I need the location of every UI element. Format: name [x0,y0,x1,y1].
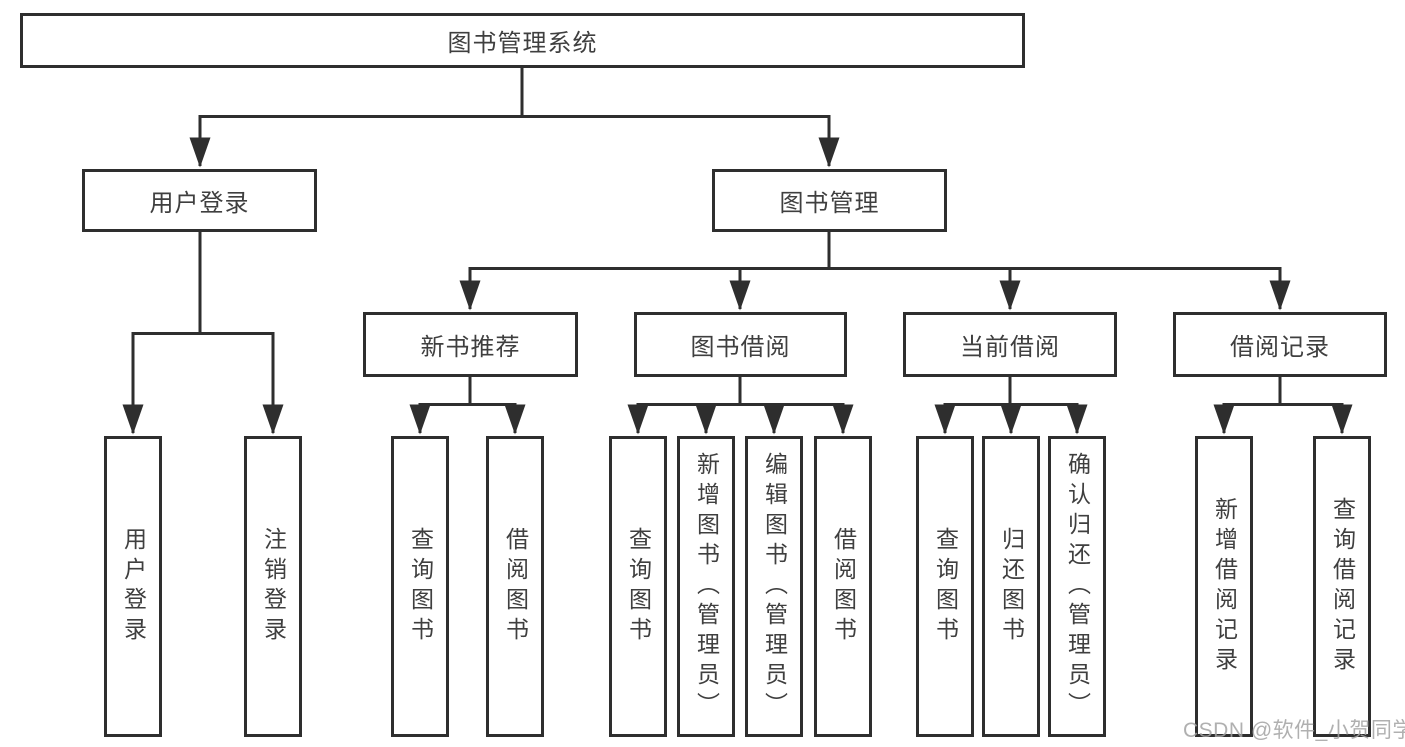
leaf-return-book: 归还图书 [982,436,1040,737]
leaf-add-borrow-record: 新增借阅记录 [1195,436,1253,737]
leaf-query-books-2: 查询图书 [609,436,667,737]
leaf-label: 新增图书（管理员） [693,451,720,722]
leaf-add-book-admin: 新增图书（管理员） [677,436,735,737]
node-book-management: 图书管理 [712,169,947,232]
node-new-book-recommend: 新书推荐 [363,312,578,377]
leaf-label: 查询图书 [932,526,959,647]
leaf-label: 查询图书 [407,526,434,647]
leaf-label: 查询借阅记录 [1329,496,1356,677]
leaf-query-books-1: 查询图书 [391,436,449,737]
leaf-label: 用户登录 [120,526,147,647]
leaf-borrow-books-1: 借阅图书 [486,436,544,737]
node-label: 图书管理 [779,190,880,217]
leaf-label: 借阅图书 [502,526,529,647]
leaf-label: 新增借阅记录 [1211,496,1238,677]
node-label: 借阅记录 [1230,334,1330,361]
node-borrow-records: 借阅记录 [1173,312,1387,377]
leaf-label: 确认归还（管理员） [1064,451,1091,722]
node-user-login: 用户登录 [82,169,317,232]
leaf-label: 注销登录 [260,526,287,647]
leaf-label: 归还图书 [998,526,1025,647]
node-label: 新书推荐 [420,334,521,361]
node-library-management-system: 图书管理系统 [20,13,1025,68]
node-label: 图书借阅 [690,334,791,361]
leaf-query-borrow-record: 查询借阅记录 [1313,436,1371,737]
leaf-user-login: 用户登录 [104,436,162,737]
node-book-borrow: 图书借阅 [634,312,847,377]
leaf-query-books-3: 查询图书 [916,436,974,737]
node-label: 图书管理系统 [447,30,598,57]
leaf-label: 查询图书 [625,526,652,647]
node-label: 用户登录 [149,190,250,217]
node-label: 当前借阅 [960,334,1060,361]
leaf-borrow-books-2: 借阅图书 [814,436,872,737]
leaf-edit-book-admin: 编辑图书（管理员） [745,436,803,737]
leaf-logout: 注销登录 [244,436,302,737]
node-current-borrow: 当前借阅 [903,312,1117,377]
leaf-label: 编辑图书（管理员） [761,451,788,722]
leaf-label: 借阅图书 [830,526,857,647]
leaf-confirm-return-admin: 确认归还（管理员） [1048,436,1106,737]
csdn-watermark: CSDN @软件_小贺同学 [1183,719,1405,742]
